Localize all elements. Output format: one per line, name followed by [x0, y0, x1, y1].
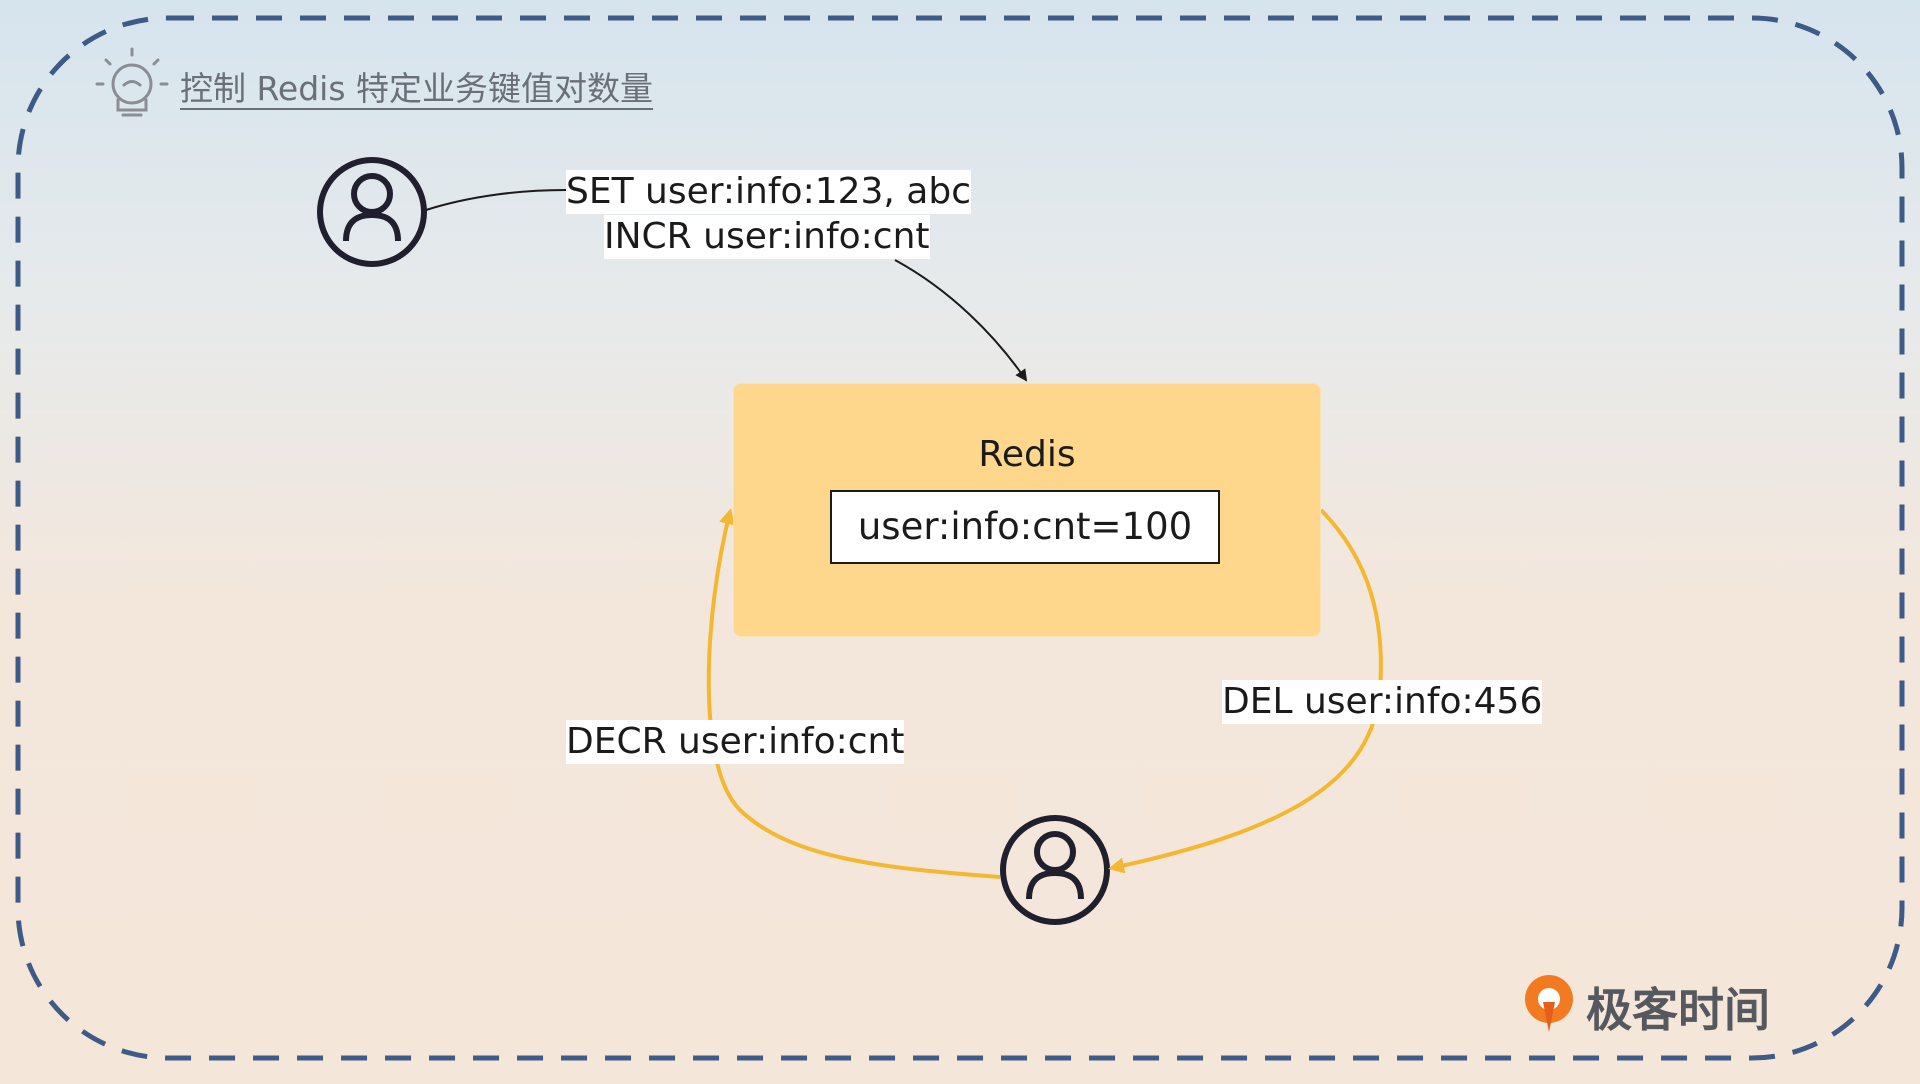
- redis-node: Redis user:info:cnt=100: [733, 383, 1321, 637]
- lightbulb-icon: [95, 47, 169, 117]
- arrow-to-redis: [894, 259, 1028, 382]
- edge-label-del: DEL user:info:456: [1222, 680, 1543, 724]
- user-icon: [317, 157, 427, 267]
- redis-label: Redis: [978, 434, 1076, 475]
- dashed-frame: [15, 15, 1905, 1061]
- geekbang-logo-icon: [1525, 975, 1573, 1032]
- user-icon: [1000, 815, 1110, 925]
- arrow-decr-path: [706, 508, 1001, 879]
- edge-label-incr: INCR user:info:cnt: [604, 215, 930, 259]
- counter-key-box: user:info:cnt=100: [830, 490, 1220, 564]
- brand-name: 极客时间: [1586, 983, 1770, 1037]
- edge-label-set: SET user:info:123, abc: [566, 170, 971, 214]
- diagram-title: 控制 Redis 特定业务键值对数量: [180, 69, 654, 108]
- edge-label-decr: DECR user:info:cnt: [566, 720, 905, 764]
- connector-user-to-label: [425, 189, 567, 211]
